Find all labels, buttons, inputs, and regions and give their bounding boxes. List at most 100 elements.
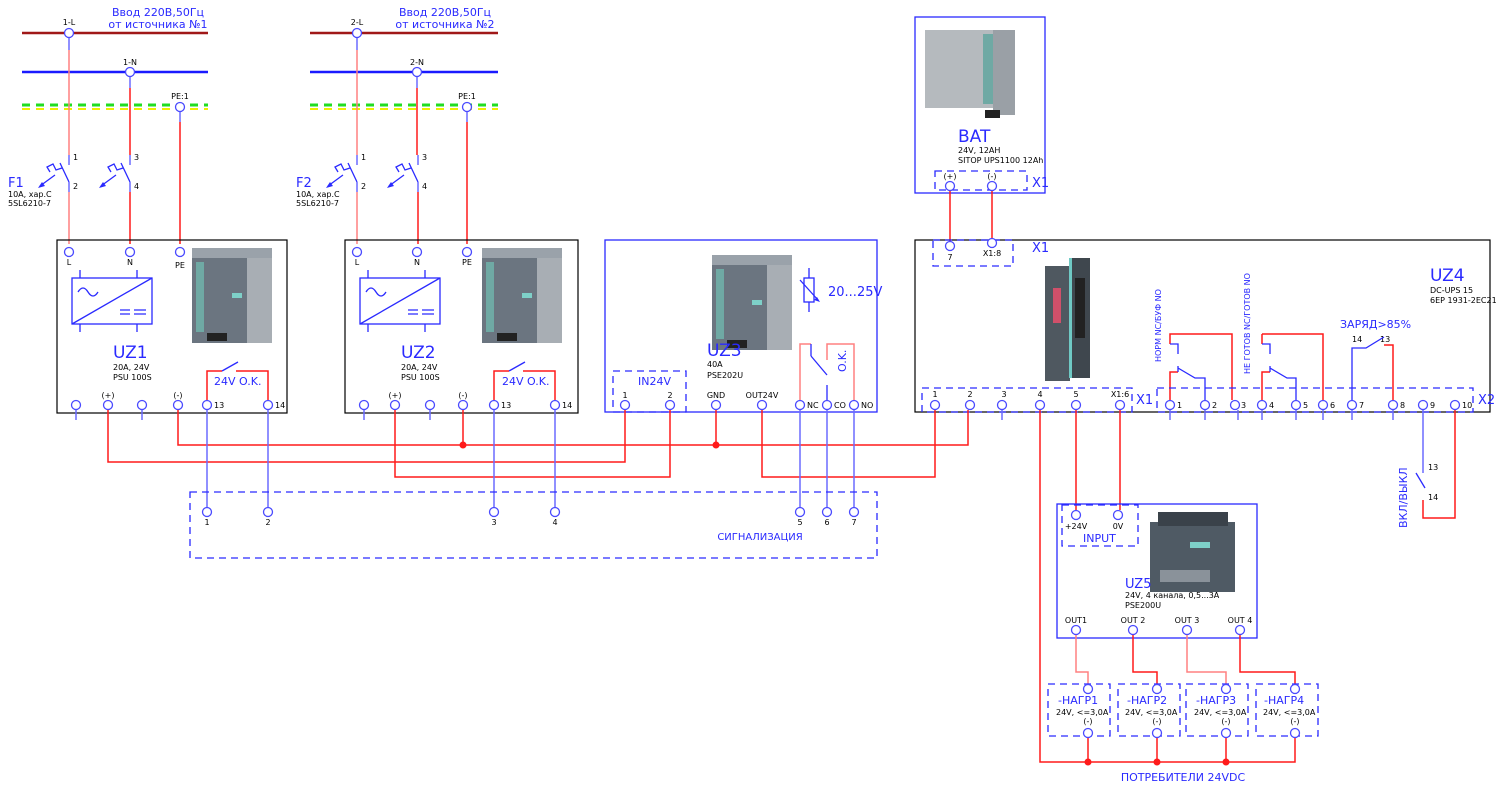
- terminal-14[interactable]: [262, 399, 274, 411]
- terminal[interactable]: [1449, 399, 1461, 411]
- terminal[interactable]: [1317, 399, 1329, 411]
- device-model: PSU 100S: [401, 373, 440, 382]
- terminal-label: N: [414, 258, 420, 267]
- device-spec: DC-UPS 15: [1430, 286, 1473, 295]
- n-node[interactable]: [124, 66, 136, 78]
- terminal[interactable]: [1070, 399, 1082, 411]
- terminal-minus[interactable]: [1289, 727, 1301, 739]
- l-node[interactable]: [351, 27, 363, 39]
- terminal[interactable]: [1229, 399, 1241, 411]
- terminal-plus[interactable]: [944, 180, 956, 192]
- terminal-minus[interactable]: [1082, 727, 1094, 739]
- on-off-switch[interactable]: 13 14 ВКЛ/ВЫКЛ: [1397, 463, 1438, 528]
- load-4[interactable]: -НАГР4 24V, <=3,0A (-): [1255, 683, 1319, 739]
- dc-ups-uz4[interactable]: X1 7 X1:8 UZ4 DC-UPS 15 6EP 1931-2EC21 Н…: [914, 237, 1497, 413]
- terminal[interactable]: [488, 506, 500, 518]
- terminal-13[interactable]: [488, 399, 500, 411]
- terminal-gnd[interactable]: [710, 399, 722, 411]
- terminal-minus[interactable]: [1151, 727, 1163, 739]
- terminal-label: 14: [1428, 493, 1438, 502]
- terminal[interactable]: [794, 506, 806, 518]
- l-node[interactable]: [63, 27, 75, 39]
- psu-uz2[interactable]: L N PE UZ2 20A, 24V PSU 100S 24V O.K. (+…: [344, 239, 579, 420]
- terminal-no[interactable]: [848, 399, 860, 411]
- terminal[interactable]: [201, 506, 213, 518]
- terminal[interactable]: [424, 399, 436, 411]
- device-model: PSE202U: [707, 371, 743, 380]
- terminal[interactable]: [549, 506, 561, 518]
- terminal[interactable]: [262, 506, 274, 518]
- terminal[interactable]: [964, 399, 976, 411]
- terminal-14[interactable]: [549, 399, 561, 411]
- terminal-label: 2: [667, 391, 672, 400]
- wires: [107, 410, 1456, 763]
- loads-label: ПОТРЕБИТЕЛИ 24VDC: [1121, 771, 1246, 784]
- terminal-l[interactable]: [63, 246, 75, 258]
- terminal-out24v[interactable]: [756, 399, 768, 411]
- ups-photo: [1045, 258, 1090, 381]
- terminal-l[interactable]: [351, 246, 363, 258]
- n-node[interactable]: [411, 66, 423, 78]
- terminal[interactable]: [1417, 399, 1429, 411]
- terminal-plus[interactable]: [1082, 683, 1094, 695]
- terminal[interactable]: [1256, 399, 1268, 411]
- terminal-0v[interactable]: [1112, 509, 1124, 521]
- load-3[interactable]: -НАГР3 24V, <=3,0A (-): [1185, 683, 1249, 762]
- terminal-minus[interactable]: [172, 399, 184, 411]
- terminal[interactable]: [1034, 399, 1046, 411]
- terminal-plus[interactable]: [1220, 683, 1232, 695]
- terminal-pe[interactable]: [461, 246, 473, 258]
- terminal[interactable]: [1114, 399, 1126, 411]
- terminal-out2[interactable]: [1127, 624, 1139, 636]
- terminal-x1-8[interactable]: [986, 237, 998, 249]
- redundancy-module-uz3[interactable]: 20...25V UZ3 40A PSE202U IN24V O.K. 1 2 …: [604, 239, 882, 413]
- terminal-n[interactable]: [124, 246, 136, 258]
- terminal-plus[interactable]: [389, 399, 401, 411]
- terminal-co[interactable]: [821, 399, 833, 411]
- terminal[interactable]: [929, 399, 941, 411]
- terminal[interactable]: [1346, 399, 1358, 411]
- terminal-label: (-): [1152, 717, 1161, 726]
- load-1[interactable]: -НАГР1 24V, <=3,0A (-): [1047, 683, 1111, 762]
- terminal[interactable]: [1199, 399, 1211, 411]
- terminal-label: 2: [967, 390, 972, 399]
- terminal-pe[interactable]: [174, 246, 186, 258]
- terminal[interactable]: [1164, 399, 1176, 411]
- terminal-in2[interactable]: [664, 399, 676, 411]
- battery-module[interactable]: BAT 24V, 12AH SITOP UPS1100 12Ah (+) (-)…: [914, 16, 1049, 243]
- terminal[interactable]: [136, 399, 148, 411]
- terminal-minus[interactable]: [986, 180, 998, 192]
- terminal-minus[interactable]: [457, 399, 469, 411]
- terminal[interactable]: [1387, 399, 1399, 411]
- terminal[interactable]: [821, 506, 833, 518]
- breaker-f2[interactable]: 1 2 3 4 F2 10A, хар.С 5SL6210-7: [296, 153, 427, 244]
- terminal-out3[interactable]: [1181, 624, 1193, 636]
- terminal[interactable]: [996, 399, 1008, 411]
- breaker-f1[interactable]: 1 2 3 4 F1 10A, хар.С 5SL6210-7: [8, 153, 139, 244]
- terminal-nc[interactable]: [794, 399, 806, 411]
- terminal-out1[interactable]: [1070, 624, 1082, 636]
- terminal-plus[interactable]: [1151, 683, 1163, 695]
- terminal-label: 13: [214, 401, 224, 410]
- pe-node[interactable]: [174, 101, 186, 113]
- terminal-label: 1: [622, 391, 627, 400]
- terminal[interactable]: [848, 506, 860, 518]
- terminal[interactable]: [1290, 399, 1302, 411]
- terminal-plus[interactable]: [1289, 683, 1301, 695]
- terminal-13[interactable]: [201, 399, 213, 411]
- signalization-block[interactable]: 1 2 3 4 5 6 7 СИГНАЛИЗАЦИЯ: [189, 491, 878, 559]
- terminal-n[interactable]: [411, 246, 423, 258]
- psu-uz1[interactable]: L N PE UZ1 20A, 24V PSU 100S 24V O.K. (+…: [56, 239, 288, 420]
- pe-node[interactable]: [461, 101, 473, 113]
- terminal-out4[interactable]: [1234, 624, 1246, 636]
- terminal-minus[interactable]: [1220, 727, 1232, 739]
- terminal-plus[interactable]: [102, 399, 114, 411]
- load-2[interactable]: -НАГР2 24V, <=3,0A (-): [1117, 683, 1181, 762]
- device-model: SITOP UPS1100 12Ah: [958, 156, 1043, 165]
- terminal-plus24v[interactable]: [1070, 509, 1082, 521]
- terminal[interactable]: [358, 399, 370, 411]
- terminal-in1[interactable]: [619, 399, 631, 411]
- terminal-7[interactable]: [944, 240, 956, 252]
- selectivity-module-uz5[interactable]: +24V 0V INPUT UZ5 24V, 4 канала, 0,5...3…: [1056, 503, 1296, 685]
- terminal[interactable]: [70, 399, 82, 411]
